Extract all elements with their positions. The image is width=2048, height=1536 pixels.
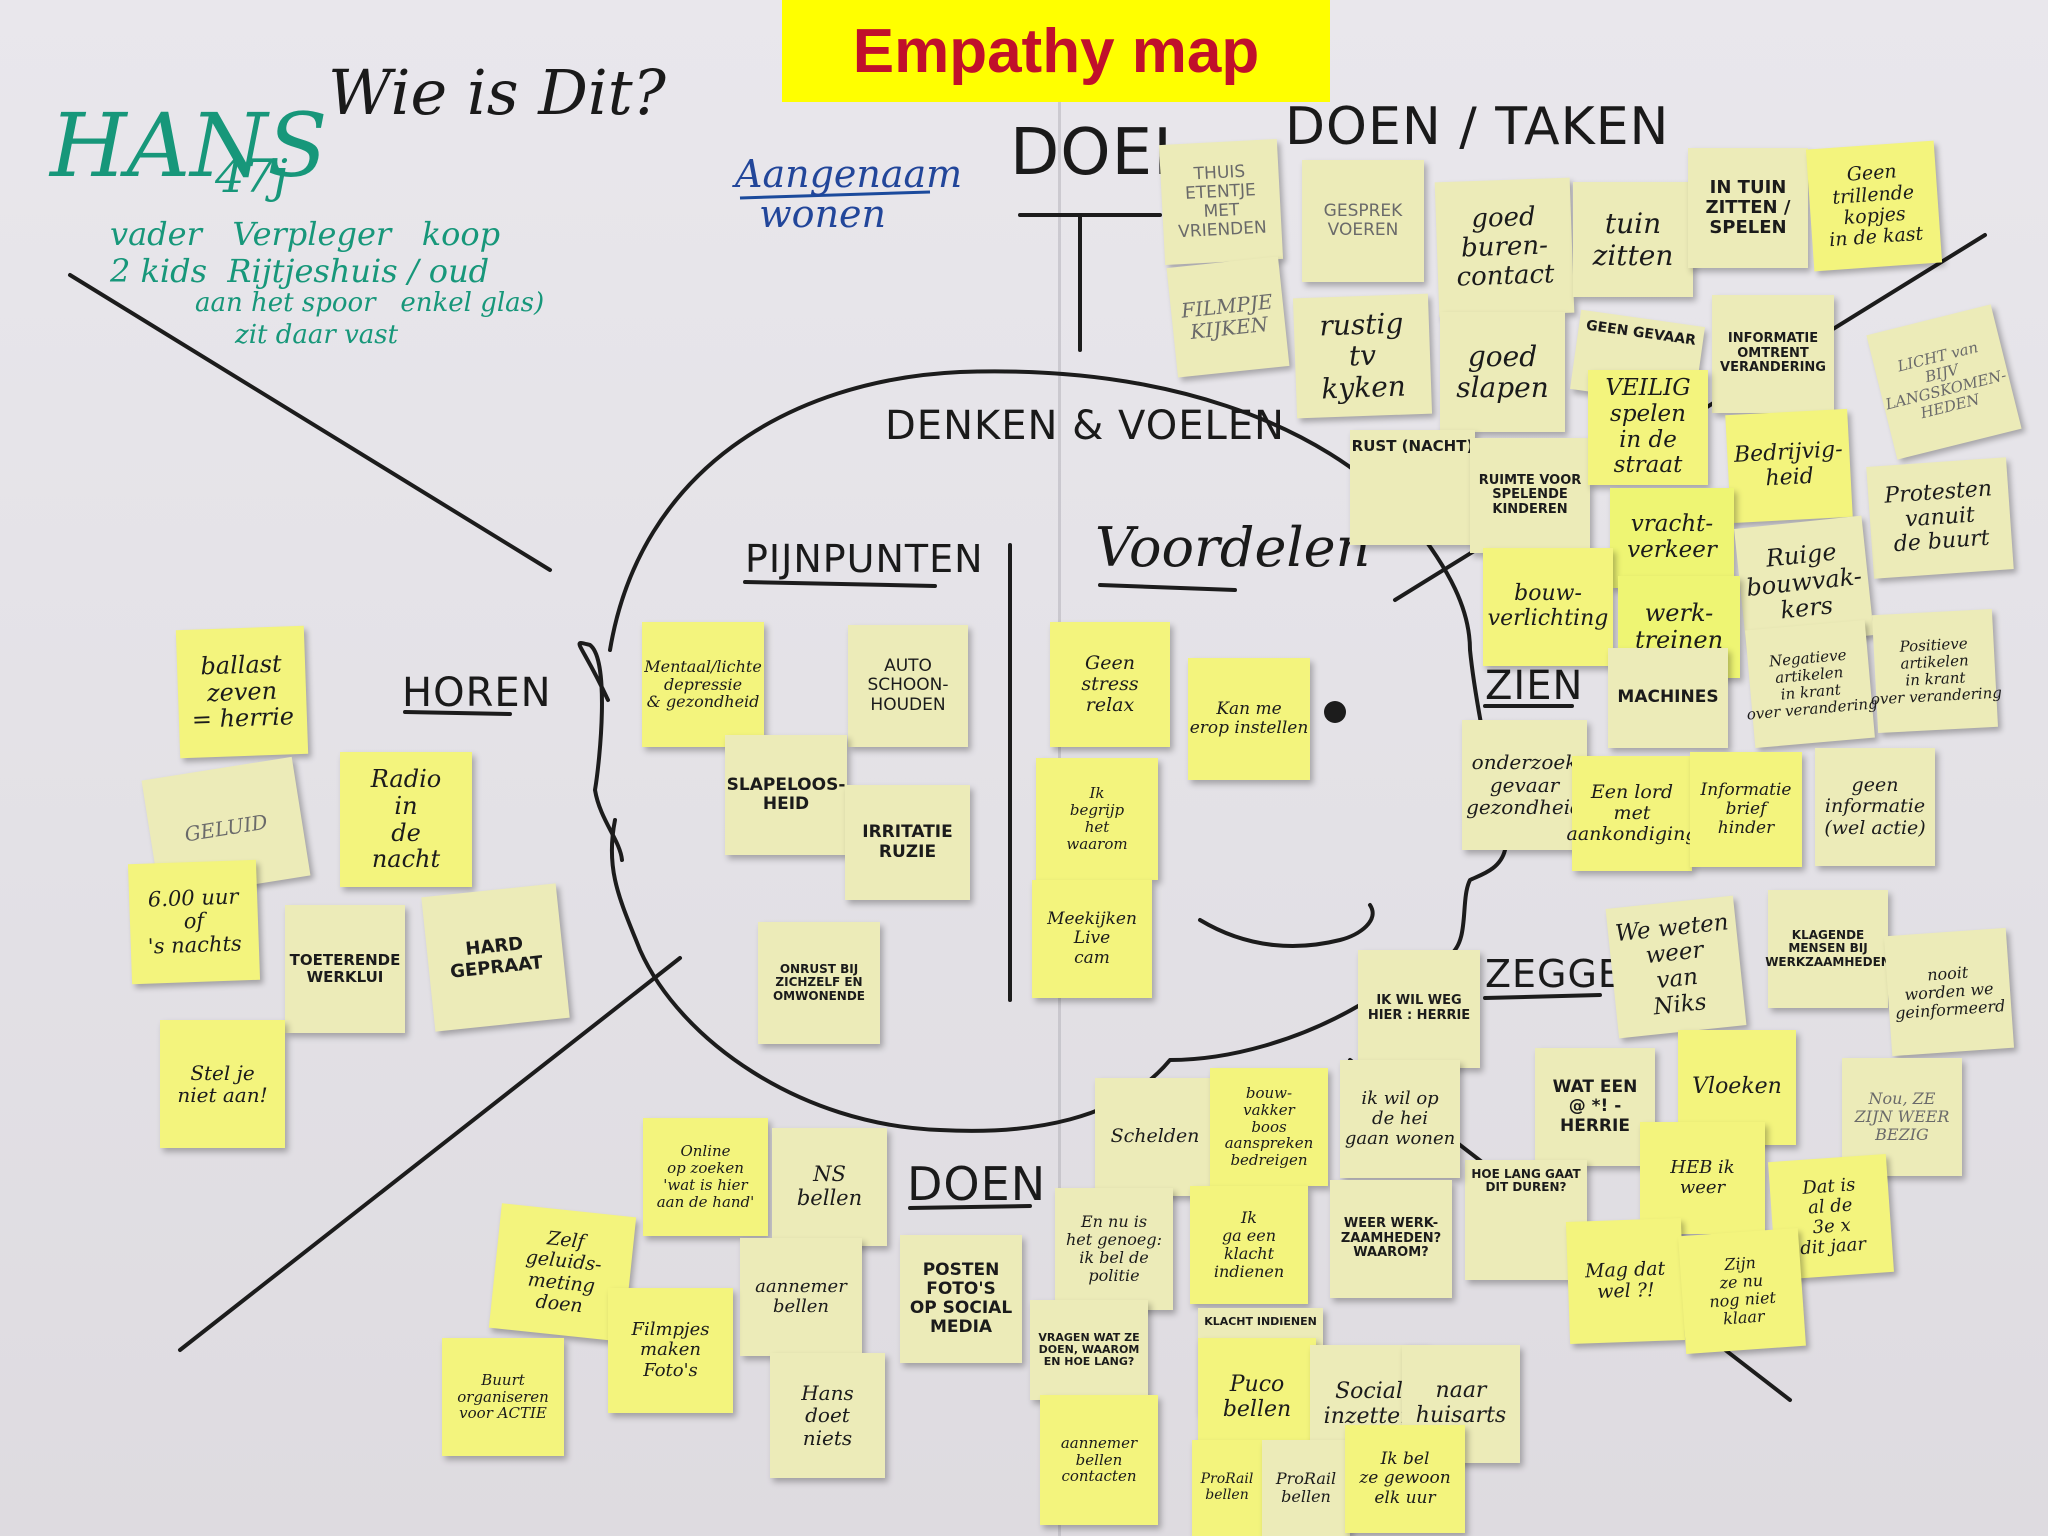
sticky-note: onderzoek gevaar gezondheid — [1462, 720, 1587, 850]
label-zien: ZIEN — [1485, 663, 1584, 709]
sticky-note: Puco bellen — [1198, 1338, 1316, 1458]
sticky-note: Online op zoeken 'wat is hier aan de han… — [643, 1118, 768, 1236]
sticky-note: SLAPELOOS- HEID — [725, 735, 847, 855]
sticky-note: Mentaal/lichte depressie & gezondheid — [642, 622, 764, 747]
diagonal-bottom-left — [178, 956, 682, 1352]
sticky-note: goed slapen — [1440, 312, 1565, 432]
sticky-note: VRAGEN WAT ZE DOEN, WAAROM EN HOE LANG? — [1030, 1300, 1148, 1400]
sticky-note: Ik ga een klacht indienen — [1190, 1186, 1308, 1304]
sticky-note: Filmpjes maken Foto's — [608, 1288, 733, 1413]
diagonal-top-left — [68, 273, 552, 572]
persona-line-4: zit daar vast — [235, 320, 399, 350]
sticky-note: 6.00 uur of 's nachts — [127, 859, 261, 985]
sticky-note: Schelden — [1095, 1078, 1215, 1196]
sticky-note: tuin zitten — [1573, 182, 1693, 297]
sticky-note: WEER WERK- ZAAMHEDEN? WAAROM? — [1330, 1180, 1452, 1298]
sticky-note: ProRail bellen — [1262, 1440, 1350, 1536]
sticky-note: Informatie brief hinder — [1690, 752, 1802, 867]
sticky-note: bouw- verlichting — [1483, 548, 1613, 666]
sticky-note: ik wil op de hei gaan wonen — [1340, 1060, 1460, 1178]
persona-line-2: 2 kids Rijtjeshuis / oud — [110, 252, 490, 290]
goal-underline-blue — [739, 190, 931, 200]
label-denken-voelen: DENKEN & VOELEN — [885, 403, 1285, 449]
sticky-note: MACHINES — [1608, 648, 1728, 748]
sticky-note: RUST (NACHT) — [1350, 430, 1475, 545]
sticky-note: Positieve artikelen in krant over verand… — [1870, 608, 2002, 734]
sticky-note: GESPREK VOEREN — [1302, 160, 1424, 282]
sticky-note: VEILIG spelen in de straat — [1588, 370, 1708, 485]
sticky-note: Buurt organiseren voor ACTIE — [442, 1338, 564, 1456]
sticky-note: Stel je niet aan! — [160, 1020, 285, 1148]
persona-line-1: vader Verpleger koop — [110, 215, 501, 253]
sticky-note: AUTO SCHOON- HOUDEN — [848, 625, 968, 747]
zeggen-underline — [1483, 993, 1602, 1000]
label-pijnpunten: PIJNPUNTEN — [745, 537, 984, 581]
sticky-note: ballast zeven = herrie — [175, 625, 309, 759]
sticky-note: IK WIL WEG HIER : HERRIE — [1358, 950, 1480, 1068]
sticky-note: ONRUST BIJ ZICHZELF EN OMWONENDE — [758, 922, 880, 1044]
sticky-note: WAT EEN @ *! - HERRIE — [1535, 1048, 1655, 1166]
sticky-note: Radio in de nacht — [340, 752, 472, 887]
sticky-note: Ik bel ze gewoon elk uur — [1345, 1425, 1465, 1533]
sticky-note: Geen trillende kopjes in de kast — [1805, 140, 1943, 272]
sticky-note: HARD GEPRAAT — [421, 883, 570, 1032]
persona-name: HANS — [50, 94, 328, 197]
head-outline — [608, 369, 1507, 1133]
sticky-note: NS bellen — [772, 1128, 887, 1246]
voordelen-underline — [1098, 583, 1237, 592]
sticky-note: KLAGENDE MENSEN BIJ WERKZAAMHEDEN — [1765, 890, 1891, 1008]
eye — [1324, 701, 1346, 723]
sticky-note: THUIS ETENTJE MET VRIENDEN — [1158, 138, 1284, 266]
sticky-note: We weten weer van Niks — [1605, 895, 1747, 1039]
label-horen: HOREN — [402, 670, 552, 716]
title-text: Empathy map — [852, 16, 1260, 86]
sticky-note: bouw- vakker boos aanspreken bedreigen — [1210, 1068, 1328, 1186]
label-doen: DOEN — [907, 1157, 1047, 1211]
label-wie-is-dit: Wie is Dit? — [328, 56, 666, 129]
goal-text: Aangenaam wonen — [735, 152, 963, 236]
sticky-note: Negatieve artikelen in krant over verand… — [1745, 619, 1878, 749]
title-banner: Empathy map — [782, 0, 1330, 102]
sticky-note: Kan me erop instellen — [1188, 658, 1310, 780]
sticky-note: Mag dat wel ?! — [1565, 1218, 1686, 1344]
sticky-note: rustig tv kyken — [1292, 293, 1433, 419]
sticky-note: POSTEN FOTO'S OP SOCIAL MEDIA — [900, 1235, 1022, 1363]
sticky-note: Een lord met aankondiging — [1567, 756, 1697, 871]
sticky-note: goed buren- contact — [1434, 177, 1575, 318]
mouth-line — [1198, 903, 1375, 948]
sticky-note: Hans doet niets — [770, 1353, 885, 1478]
label-voordelen: Voordelen — [1095, 516, 1371, 579]
sticky-note: vracht- verkeer — [1610, 488, 1734, 588]
sticky-note: Ik begrijp het waarom — [1036, 758, 1158, 880]
sticky-note: aannemer bellen contacten — [1040, 1395, 1158, 1525]
sticky-note: En nu is het genoeg: ik bel de politie — [1055, 1188, 1173, 1310]
doen-underline — [908, 1204, 1032, 1210]
sticky-note: Zijn ze nu nog niet klaar — [1678, 1227, 1806, 1355]
sticky-note: IN TUIN ZITTEN / SPELEN — [1688, 148, 1808, 268]
pijnpunten-underline — [743, 580, 937, 588]
sticky-note: Protesten vanuit de buurt — [1866, 457, 2014, 579]
sticky-note: FILMPJE KIJKEN — [1166, 256, 1290, 378]
sticky-note: geen informatie (wel actie) — [1815, 748, 1935, 866]
label-doen-taken: DOEN / TAKEN — [1285, 97, 1670, 157]
persona-line-3: aan het spoor enkel glas) — [195, 288, 545, 318]
sticky-note: aannemer bellen — [740, 1238, 862, 1356]
persona-age: 47j — [215, 149, 288, 203]
sticky-note: Meekijken Live cam — [1032, 880, 1152, 998]
sticky-note: Geen stress relax — [1050, 622, 1170, 747]
sticky-note: TOETERENDE WERKLUI — [285, 905, 405, 1033]
sticky-note: nooit worden we geinformeerd — [1883, 927, 2015, 1057]
ear-outline — [577, 641, 624, 862]
sticky-note: HEB ik weer — [1640, 1122, 1765, 1234]
sticky-note: Bedrijvig- heid — [1725, 408, 1853, 524]
sticky-note: IRRITATIE RUZIE — [845, 785, 970, 900]
sticky-note: ProRail bellen — [1192, 1440, 1262, 1536]
horen-underline — [403, 710, 512, 716]
sticky-note: INFORMATIE OMTRENT VERANDERING — [1712, 295, 1834, 413]
sticky-note: RUIMTE VOOR SPELENDE KINDEREN — [1470, 438, 1590, 553]
